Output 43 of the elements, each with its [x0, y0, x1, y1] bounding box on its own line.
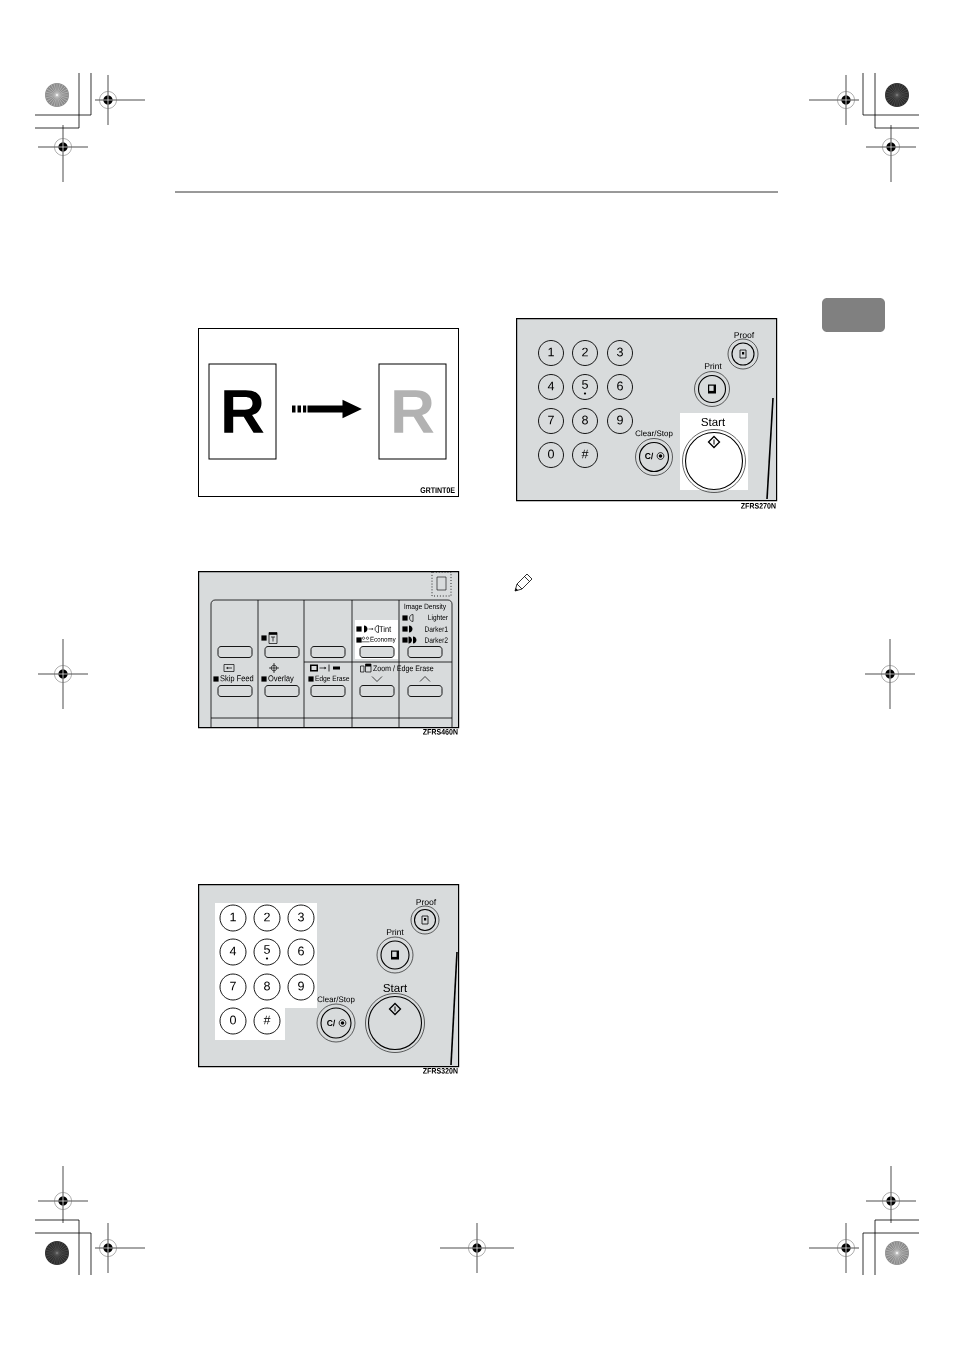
button-label: Overlay [268, 675, 294, 683]
paper-sheet: R [378, 363, 447, 460]
key-button: 3 [287, 904, 315, 932]
button-label: Clear/Stop [635, 430, 673, 438]
key-button: 5 [572, 374, 598, 400]
panel-button [217, 646, 253, 658]
button-label: Clear/Stop [317, 996, 355, 1004]
button-label: Proof [416, 898, 437, 906]
key-button: 1 [538, 340, 564, 366]
button-label: Skip Feed [220, 675, 254, 683]
key-button: # [572, 442, 598, 468]
figure-code: ZFRS320N [423, 1068, 458, 1074]
figure-code: ZFRS460N [423, 729, 458, 735]
button-label: Start [383, 983, 408, 993]
key-button: 4 [538, 374, 564, 400]
key-button: 0 [219, 1007, 247, 1035]
key-button: 6 [607, 374, 633, 400]
key-button: 2 [572, 340, 598, 366]
key-button: 7 [219, 973, 247, 1001]
button-label: Start [701, 417, 726, 427]
key-button: 5 [253, 938, 281, 966]
key-button: 0 [538, 442, 564, 468]
panel-button [310, 646, 346, 658]
key-button: 3 [607, 340, 633, 366]
key-button: 8 [572, 408, 598, 434]
paper-sheet: R [208, 363, 277, 460]
round-button: C/ [635, 438, 673, 476]
key-button: 8 [253, 973, 281, 1001]
key-button: 2 [253, 904, 281, 932]
key-button: 1 [219, 904, 247, 932]
button-label: Print [704, 362, 722, 370]
key-button: 6 [287, 938, 315, 966]
key-button: 4 [219, 938, 247, 966]
figure-code: ZFRS270N [741, 503, 776, 509]
button-label: Print [386, 928, 404, 936]
button-label: Tint [379, 625, 392, 633]
panel-label: Zoom / Edge Erase [373, 665, 434, 673]
button-label: Proof [734, 331, 755, 339]
round-button: C/ [316, 1003, 356, 1043]
key-button: 7 [538, 408, 564, 434]
key-button: 9 [607, 408, 633, 434]
key-button: # [253, 1007, 281, 1035]
key-button: 9 [287, 973, 315, 1001]
